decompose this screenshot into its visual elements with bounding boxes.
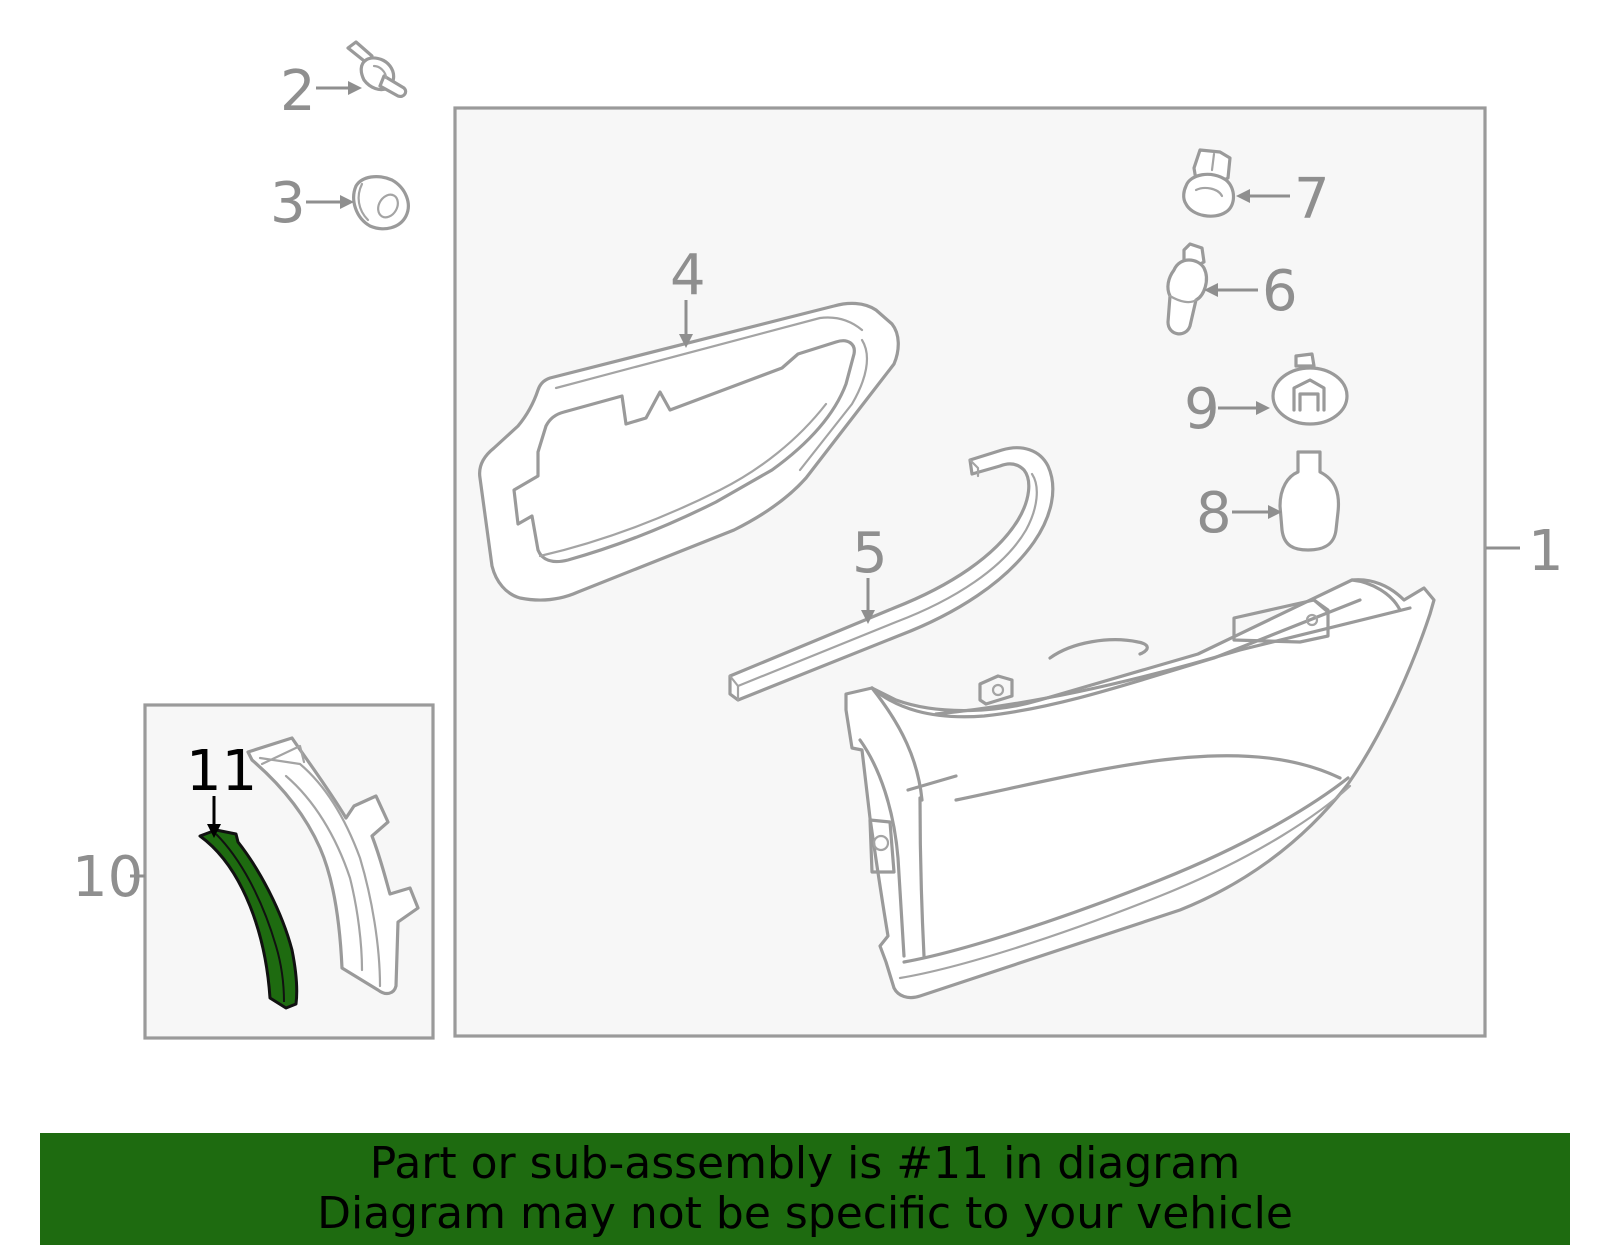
part-9-grommet — [1271, 352, 1349, 426]
banner-line-1: Part or sub-assembly is #11 in diagram — [369, 1138, 1241, 1189]
part-6-bulb — [1166, 242, 1209, 336]
part-4-cover — [478, 301, 900, 602]
callout-5: 5 — [852, 521, 888, 586]
part-1-lamp — [844, 578, 1436, 1000]
callout-3: 3 — [270, 171, 306, 236]
part-7-socket — [1182, 148, 1236, 218]
part-5-seal — [728, 446, 1055, 702]
callout-4: 4 — [670, 243, 706, 308]
callout-7: 7 — [1294, 167, 1330, 232]
banner-line-2: Diagram may not be specific to your vehi… — [317, 1188, 1293, 1239]
part-8-bulb — [1278, 450, 1341, 552]
leader-lines — [130, 81, 1520, 878]
callout-2: 2 — [280, 59, 316, 124]
callout-1: 1 — [1528, 519, 1564, 584]
callout-11: 11 — [186, 739, 257, 804]
callout-6: 6 — [1262, 259, 1298, 324]
info-banner: Part or sub-assembly is #11 in diagram D… — [40, 1133, 1570, 1245]
callout-8: 8 — [1196, 481, 1232, 546]
callout-10: 10 — [72, 845, 143, 910]
part-2-clip — [346, 40, 408, 98]
part-11-seal — [198, 828, 299, 1010]
part-10-reflector — [246, 736, 420, 996]
callout-9: 9 — [1184, 377, 1220, 442]
part-3-nut — [352, 175, 410, 231]
